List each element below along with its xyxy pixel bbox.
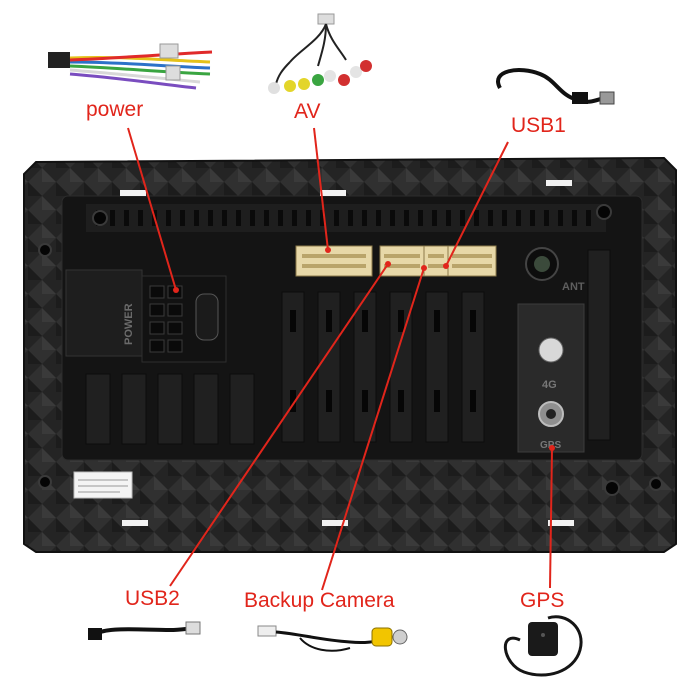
head-unit-body (23, 156, 677, 553)
callout-power: power (86, 98, 144, 121)
usb2-connector (379, 245, 425, 277)
antenna-socket-marking: ANT (562, 281, 585, 293)
gps-callout-line (549, 447, 553, 589)
gps-panel (517, 303, 585, 453)
backup-camera-callout-line (321, 267, 425, 591)
callout-usb1: USB1 (511, 114, 566, 137)
callout-av: AV (294, 100, 321, 123)
gps-antenna-image (504, 615, 583, 677)
callout-gps: GPS (520, 589, 565, 612)
backup-camera-cable-image (257, 625, 408, 652)
modem-socket-marking: 4G (542, 379, 557, 391)
power-connector (65, 269, 227, 363)
usb1-connector (447, 245, 497, 277)
antenna-socket (525, 247, 559, 281)
callout-backup-camera: Backup Camera (244, 589, 395, 612)
usb1-callout-line (445, 141, 509, 267)
backup-camera-connector (423, 245, 449, 277)
power-harness-image (48, 43, 213, 90)
av-callout-line (313, 127, 329, 251)
usb1-cable-image (496, 68, 615, 105)
callout-lines (127, 127, 553, 591)
power-callout-line (127, 127, 177, 291)
usb2-callout-line (169, 263, 389, 587)
callout-markers (173, 247, 555, 451)
usb2-cable-image (88, 621, 201, 640)
callout-usb2: USB2 (125, 587, 180, 610)
av-harness-image (268, 13, 372, 94)
power-socket-marking: POWER (123, 303, 135, 345)
av-connector (295, 245, 373, 277)
